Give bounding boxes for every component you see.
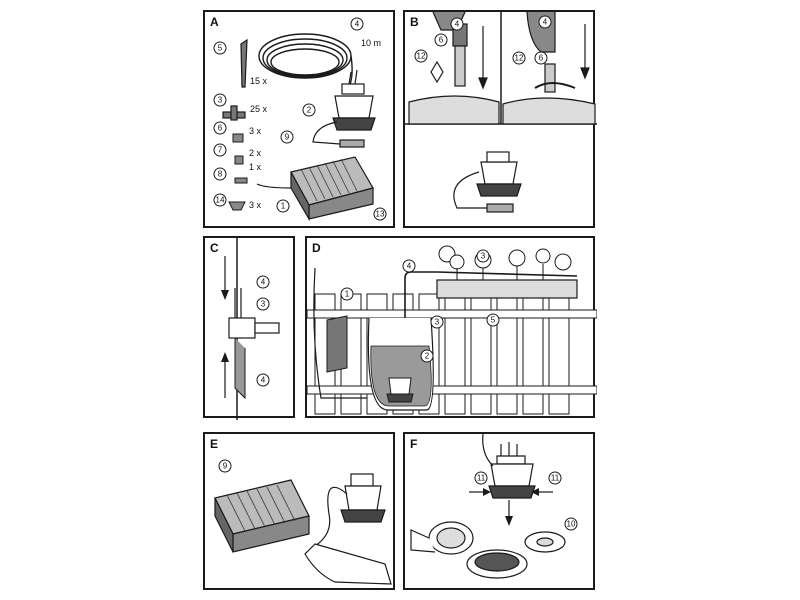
svg-text:14: 14 xyxy=(216,196,225,205)
callout-2: 2 xyxy=(425,352,430,361)
part-7-shape xyxy=(234,155,244,165)
qty-3a: 3 x xyxy=(249,126,262,136)
callout-6 xyxy=(213,121,227,135)
qty-3b: 3 x xyxy=(249,200,262,210)
callout-10: 10 xyxy=(567,520,576,529)
callout-3: 3 xyxy=(435,318,440,327)
panel-c-illustration: 4 3 4 xyxy=(221,238,280,420)
panel-e-illustration: 9 xyxy=(214,459,392,585)
t-connector xyxy=(228,317,256,339)
part-14-shape xyxy=(228,201,246,211)
callout-9 xyxy=(280,130,294,144)
hand xyxy=(304,543,392,585)
panel-c: C 4 3 4 xyxy=(203,236,295,420)
callout-4 xyxy=(350,17,364,31)
pump-unit-f xyxy=(482,434,536,499)
callout-5: 5 xyxy=(491,316,496,325)
panel-a: A xyxy=(203,10,395,228)
callout-5 xyxy=(213,41,227,55)
callout-3 xyxy=(213,93,227,107)
panel-a-illustration: 5 3 6 7 8 14 4 2 9 1 13 15 x 25 x 3 x 2 … xyxy=(213,17,387,222)
callout-3: 3 xyxy=(481,252,486,261)
qty-2: 2 x xyxy=(249,148,262,158)
callout-4: 4 xyxy=(543,18,548,27)
callout-4: 4 xyxy=(455,20,460,29)
fence xyxy=(307,293,597,415)
callout-3: 3 xyxy=(261,300,266,309)
svg-text:3: 3 xyxy=(218,96,223,105)
callout-13 xyxy=(373,207,387,221)
housing-bottom xyxy=(410,521,566,579)
inset-left xyxy=(408,12,500,125)
stake-part xyxy=(240,38,248,88)
inset-right xyxy=(502,12,596,125)
pump-unit-b xyxy=(453,151,522,213)
callout-8 xyxy=(213,167,227,181)
panel-b-illustration: 4 6 12 4 12 6 xyxy=(405,12,597,213)
panel-f: F 11 11 10 xyxy=(403,432,595,590)
panel-label: A xyxy=(210,15,219,29)
power-supply-d xyxy=(326,315,348,373)
svg-text:2: 2 xyxy=(307,106,312,115)
plants xyxy=(438,245,572,280)
pump-unit-e xyxy=(314,473,386,547)
svg-text:8: 8 xyxy=(218,170,223,179)
part-6-shape xyxy=(232,133,244,143)
callouts-a xyxy=(213,17,387,221)
svg-text:7: 7 xyxy=(218,146,223,155)
callout-12: 12 xyxy=(515,54,524,63)
svg-text:5: 5 xyxy=(218,44,223,53)
callout-6: 6 xyxy=(439,36,444,45)
panel-d-illustration: 4 3 1 3 2 5 xyxy=(307,245,597,415)
qty-15: 15 x xyxy=(250,76,268,86)
panel-f-illustration: 11 11 10 xyxy=(410,434,578,579)
panel-label: C xyxy=(210,241,219,255)
callout-6: 6 xyxy=(539,54,544,63)
svg-text:6: 6 xyxy=(218,124,223,133)
callout-1 xyxy=(276,199,290,213)
hose-coil xyxy=(258,33,353,95)
pump-unit xyxy=(312,69,376,148)
callout-4: 4 xyxy=(407,262,412,271)
t-connector-part xyxy=(222,105,246,121)
part-8-shape xyxy=(234,177,248,184)
svg-text:9: 9 xyxy=(285,133,290,142)
panel-label: E xyxy=(210,437,219,451)
svg-text:1: 1 xyxy=(281,202,286,211)
callout-9: 9 xyxy=(223,462,228,471)
callout-11: 11 xyxy=(477,474,486,483)
panel-label: B xyxy=(410,15,419,29)
panel-e: E 9 xyxy=(203,432,395,590)
callout-4: 4 xyxy=(261,376,266,385)
panel-label: D xyxy=(312,241,321,255)
power-supply-unit xyxy=(256,156,374,222)
callout-1: 1 xyxy=(345,290,350,299)
callout-14 xyxy=(213,193,227,207)
panel-d: D 4 3 xyxy=(305,236,597,418)
callout-12: 12 xyxy=(417,52,426,61)
panel-label: F xyxy=(410,437,418,451)
hose-length: 10 m xyxy=(361,38,381,48)
planter-box xyxy=(436,279,578,299)
callout-2 xyxy=(302,103,316,117)
svg-text:13: 13 xyxy=(376,210,385,219)
panel-b: B xyxy=(403,10,597,228)
power-supply-e xyxy=(214,479,310,553)
svg-text:4: 4 xyxy=(355,20,360,29)
callout-4: 4 xyxy=(261,278,266,287)
qty-25: 25 x xyxy=(250,104,268,114)
callout-7 xyxy=(213,143,227,157)
qty-1: 1 x xyxy=(249,162,262,172)
callout-11: 11 xyxy=(551,474,560,483)
